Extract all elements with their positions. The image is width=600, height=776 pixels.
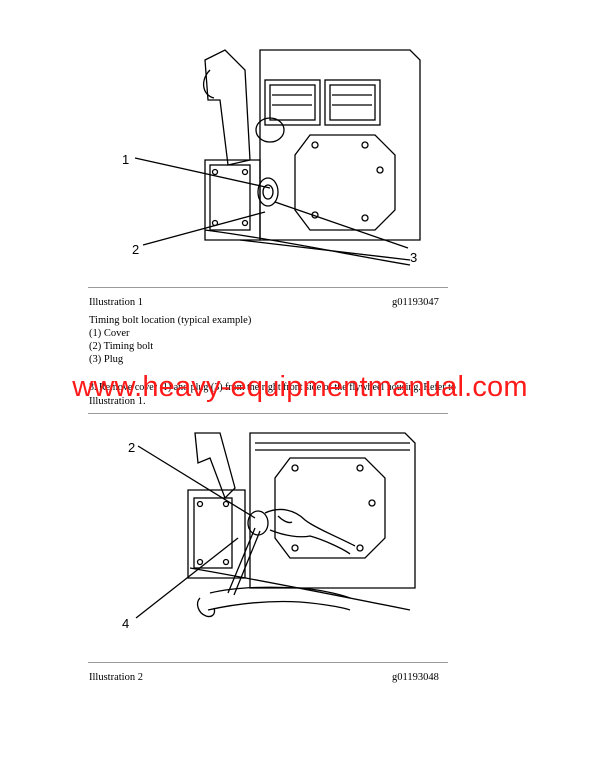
callout-4: 4 (122, 616, 129, 631)
step-3-line-2: Illustration 1. (89, 396, 146, 407)
callout-1: 1 (122, 152, 129, 167)
illustration-1-code: g01193047 (392, 297, 439, 308)
divider-3 (88, 662, 448, 663)
illustration-2-code: g01193048 (392, 672, 439, 683)
watermark-url: www.heavy-equipmentmanual.com (72, 371, 528, 403)
callout-2: 2 (132, 242, 139, 257)
figure-1-title: Timing bolt location (typical example) (89, 315, 252, 326)
divider-1 (88, 287, 448, 288)
illustration-1-label: Illustration 1 (89, 297, 143, 308)
legend-item-plug: (3) Plug (89, 354, 124, 365)
illustration-2-label: Illustration 2 (89, 672, 143, 683)
illustration-1: 1 2 3 (122, 49, 421, 266)
illustration-2: 2 4 (122, 432, 416, 631)
callout-3: 3 (410, 250, 417, 265)
step-3-line-1: 3. Remove cover (1) and plug (3) from th… (89, 382, 456, 393)
callout-2-fig2: 2 (128, 440, 135, 455)
legend-item-cover: (1) Cover (89, 328, 130, 339)
divider-2 (88, 413, 448, 414)
legend-item-timing-bolt: (2) Timing bolt (89, 341, 154, 352)
